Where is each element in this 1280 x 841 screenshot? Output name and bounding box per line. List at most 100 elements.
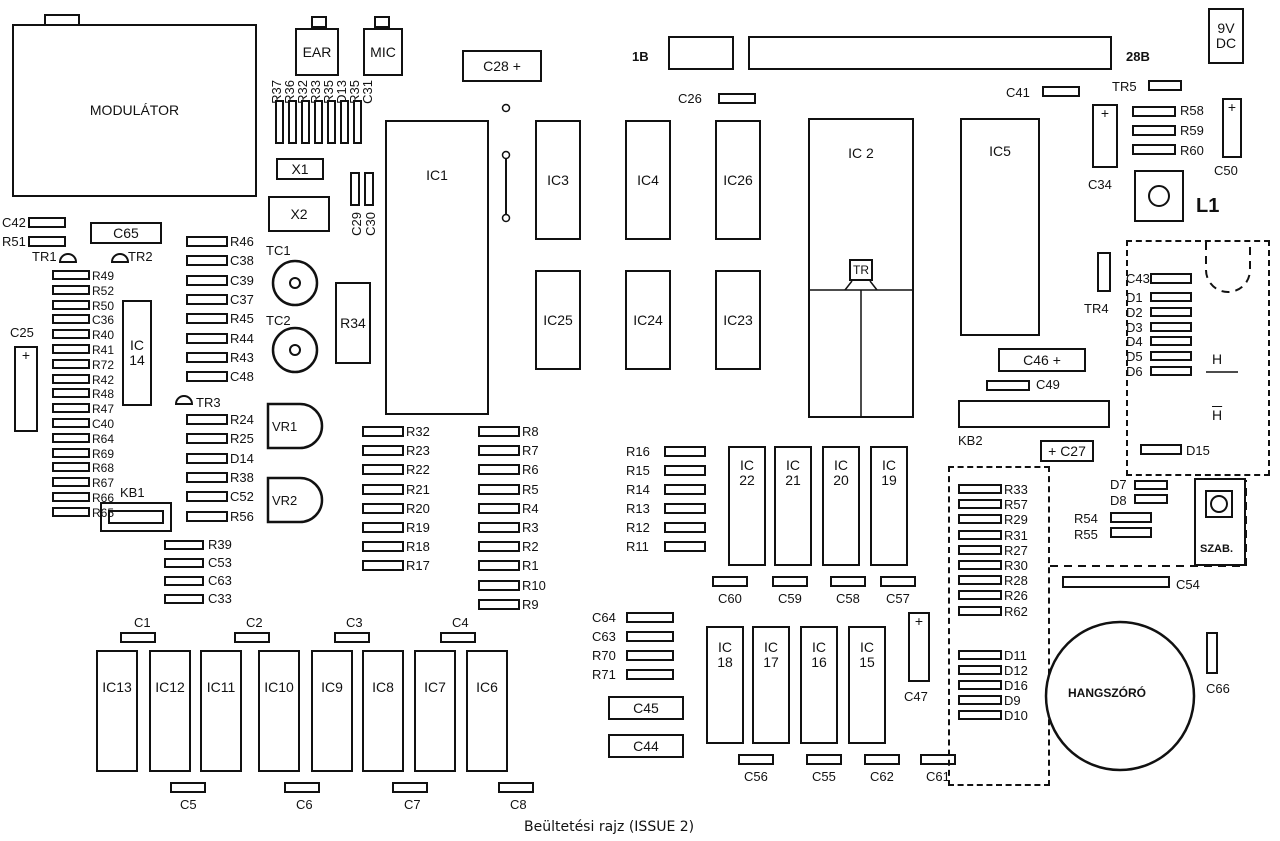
dc-jack: 9V DC <box>1208 8 1244 64</box>
diode-column-part-1 <box>1150 306 1192 317</box>
c62-label: C62 <box>870 769 894 784</box>
center-right-part-4 <box>478 502 520 514</box>
c47-capacitor: + <box>908 612 930 682</box>
center-right-part-7 <box>478 560 520 572</box>
h-label-bottom: H <box>1212 407 1223 423</box>
right-mid-part-6 <box>958 575 1002 586</box>
left-column-label-4: R40 <box>92 328 115 343</box>
diode-column-label-4: D5 <box>1126 349 1143 365</box>
link-dot-bottom <box>501 213 511 223</box>
l1-coil-core <box>1148 185 1170 207</box>
left-column-part-14 <box>52 477 90 488</box>
mid-left-column-part-1 <box>186 255 228 267</box>
center-right-part-6 <box>478 541 520 553</box>
tc1-label: TC1 <box>266 243 291 258</box>
right-lower-part-0 <box>958 650 1002 660</box>
c50-label: C50 <box>1214 163 1238 178</box>
c54-label: C54 <box>1176 577 1200 592</box>
c34-label: C34 <box>1088 177 1112 192</box>
right-mid-label-6: R28 <box>1004 573 1028 589</box>
c6-capacitor <box>284 782 320 793</box>
left-column-label-11: R64 <box>92 431 115 446</box>
right-mid-part-7 <box>958 590 1002 601</box>
ic12-chip: IC12 <box>149 650 191 772</box>
right-mid-part-8 <box>958 605 1002 616</box>
r34-resistor: R34 <box>335 282 371 364</box>
right-lower-label-2: D16 <box>1004 678 1028 693</box>
speaker-area-outline <box>948 466 1050 786</box>
tc1-trimmer <box>271 259 319 307</box>
c4-capacitor <box>440 632 476 643</box>
left-column-part-5 <box>52 344 90 354</box>
ic14-chip: IC 14 <box>122 300 152 406</box>
c43-component <box>1150 273 1192 284</box>
c44-capacitor: C44 <box>608 734 684 758</box>
mid-left-column-label-1: C38 <box>230 253 254 269</box>
ic15-chip: IC 15 <box>848 626 886 744</box>
center-left-part-6 <box>362 541 404 553</box>
mid-left-column-label-6: R43 <box>230 349 254 365</box>
c66-label: C66 <box>1206 681 1230 696</box>
c55-label: C55 <box>812 769 836 784</box>
left-column-label-3: C36 <box>92 313 115 328</box>
left-column-part-12 <box>52 447 90 458</box>
d15-diode <box>1140 444 1182 455</box>
right-lower-label-4: D10 <box>1004 708 1028 723</box>
modulator-box: MODULÁTOR <box>12 24 257 197</box>
r59-label: R59 <box>1180 123 1204 138</box>
c49-capacitor <box>986 380 1030 391</box>
speaker-label: HANGSZÓRÓ <box>1068 686 1146 700</box>
r58-label: R58 <box>1180 103 1204 118</box>
mid-left-column-label-2: C39 <box>230 272 254 288</box>
mid-left-column-part-0 <box>186 236 228 247</box>
center-left-label-1: R23 <box>406 443 430 459</box>
c45-capacitor: C45 <box>608 696 684 720</box>
r55-label: R55 <box>1074 527 1098 542</box>
left-column-part-7 <box>52 373 90 384</box>
ear-jack: EAR <box>295 28 339 76</box>
vertical-resistor-5 <box>327 100 336 144</box>
vr2-potentiometer <box>266 476 324 524</box>
center-left-part-7 <box>362 560 404 572</box>
center-right-label-8: R10 <box>522 577 546 593</box>
ic24-chip: IC24 <box>625 270 671 370</box>
right-lower-part-1 <box>958 665 1002 675</box>
kb1-slot <box>108 510 164 524</box>
c8-label: C8 <box>510 797 527 812</box>
left-column-part-1 <box>52 284 90 295</box>
diode-column-part-5 <box>1150 366 1192 376</box>
c30-capacitor <box>364 172 374 206</box>
r-ladder-left-label-1: R15 <box>626 463 650 478</box>
left-column-label-13: R68 <box>92 461 115 476</box>
c5-capacitor <box>170 782 206 793</box>
r-ladder-left-part-0 <box>664 446 706 457</box>
right-mid-label-8: R62 <box>1004 603 1028 619</box>
center-left-part-2 <box>362 464 404 476</box>
edge-connector <box>748 36 1112 70</box>
vertical-resistor-1 <box>275 100 284 144</box>
r-ladder-left-label-5: R11 <box>626 539 649 554</box>
c8-capacitor <box>498 782 534 793</box>
c62-capacitor <box>864 754 900 765</box>
kb1-ladder-label-1: C53 <box>208 555 232 570</box>
center-right-label-6: R2 <box>522 539 539 555</box>
center-left-part-0 <box>362 426 404 437</box>
d15-label: D15 <box>1186 443 1210 458</box>
left-column-part-10 <box>52 418 90 428</box>
right-mid-label-3: R31 <box>1004 527 1028 543</box>
kb2-label: KB2 <box>958 433 983 448</box>
tr1-label: TR1 <box>32 249 57 264</box>
kb1-ladder-label-3: C33 <box>208 591 232 606</box>
vertical-resistor-3 <box>301 100 310 144</box>
ic23-chip: IC23 <box>715 270 761 370</box>
c56-capacitor <box>738 754 774 765</box>
center-right-part-9 <box>478 598 520 610</box>
x1-crystal: X1 <box>276 158 324 180</box>
modulator-tab <box>44 14 80 26</box>
right-mid-part-0 <box>958 484 1002 494</box>
ic6-chip: IC6 <box>466 650 508 772</box>
right-lower-label-1: D12 <box>1004 663 1028 678</box>
kb1-ladder-label-2: C63 <box>208 573 232 588</box>
ic20-chip: IC 20 <box>822 446 860 566</box>
